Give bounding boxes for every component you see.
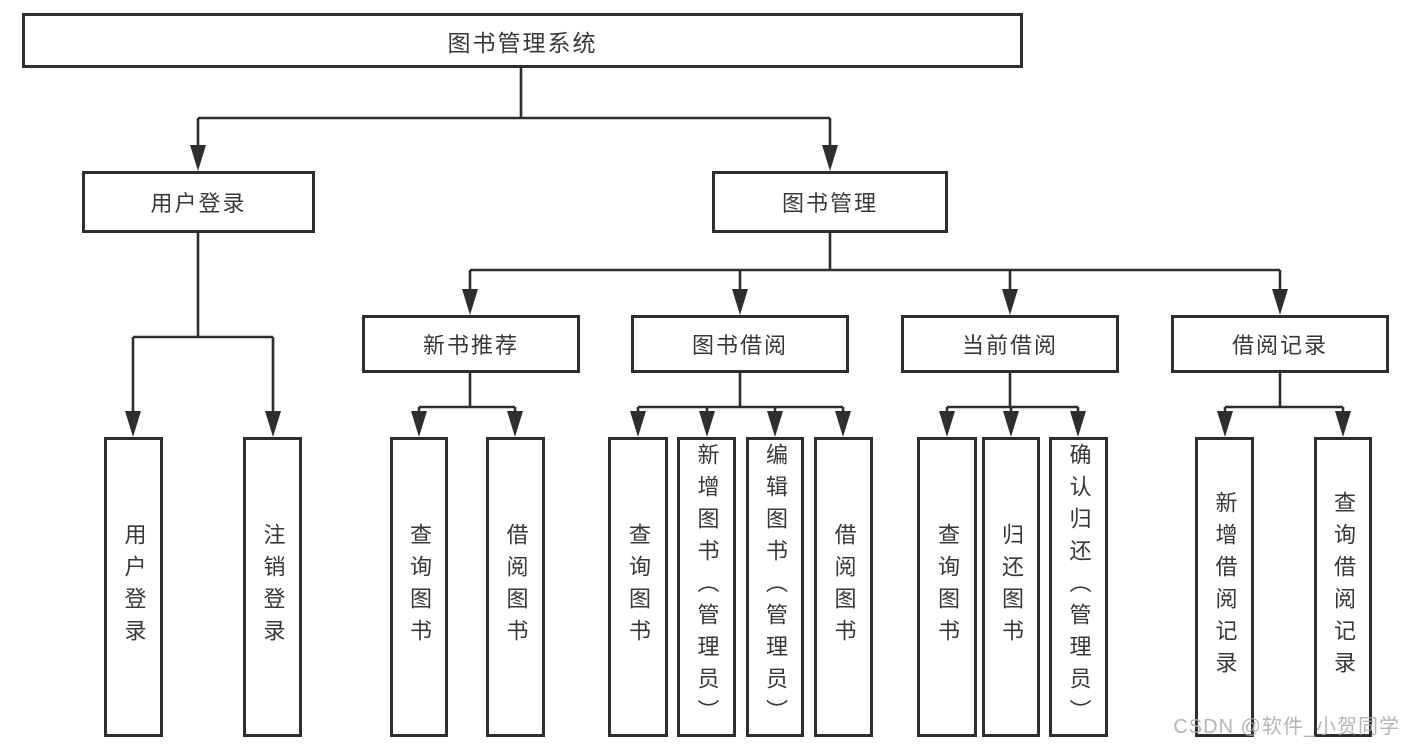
node-user-login: 用户登录: [82, 171, 315, 233]
leaf-query-books-current: 查询图书: [917, 437, 977, 737]
leaf-borrow-books-recommend: 借阅图书: [486, 437, 545, 737]
leaf-confirm-return-admin: 确认归还（管理员）: [1049, 437, 1108, 737]
leaf-logout: 注销登录: [243, 437, 302, 737]
leaf-return-books: 归还图书: [982, 437, 1040, 737]
arrowhead: [939, 411, 955, 437]
node-root-label: 图书管理系统: [447, 29, 598, 56]
arrowhead: [732, 289, 748, 315]
arrowhead: [767, 411, 783, 437]
arrowhead: [1272, 289, 1288, 315]
arrowhead: [411, 411, 427, 437]
leaf-add-books-admin-label: 新增图书（管理员）: [694, 443, 720, 731]
node-new-book-recommend: 新书推荐: [362, 315, 580, 373]
leaf-add-books-admin: 新增图书（管理员）: [677, 437, 736, 737]
leaf-borrow-books: 借阅图书: [814, 437, 873, 737]
node-root: 图书管理系统: [22, 13, 1023, 68]
arrowhead: [190, 145, 206, 171]
leaf-confirm-return-admin-label: 确认归还（管理员）: [1066, 443, 1092, 731]
leaf-query-books-recommend: 查询图书: [390, 437, 448, 737]
arrowhead: [835, 411, 851, 437]
arrowhead: [1002, 289, 1018, 315]
leaf-user-login: 用户登录: [104, 437, 163, 737]
leaf-borrow-books-recommend-label: 借阅图书: [503, 523, 529, 651]
leaf-query-borrow-record-label: 查询借阅记录: [1331, 491, 1356, 683]
node-borrow-records-label: 借阅记录: [1231, 333, 1328, 358]
arrowhead: [265, 411, 281, 437]
arrowhead: [699, 411, 715, 437]
arrowhead: [822, 145, 838, 171]
arrowhead: [507, 411, 523, 437]
csdn-watermark: CSDN @软件_小贺同学: [1173, 716, 1400, 738]
leaf-query-borrow-record: 查询借阅记录: [1314, 437, 1372, 737]
arrowhead: [462, 289, 478, 315]
node-current-borrow: 当前借阅: [901, 315, 1119, 373]
leaf-add-borrow-record-label: 新增借阅记录: [1212, 491, 1238, 683]
leaf-return-books-label: 归还图书: [999, 523, 1024, 651]
node-book-management-label: 图书管理: [781, 191, 878, 216]
arrowhead: [1070, 411, 1086, 437]
node-book-borrow-label: 图书借阅: [691, 333, 788, 358]
leaf-edit-books-admin-label: 编辑图书（管理员）: [763, 443, 788, 731]
leaf-query-books-current-label: 查询图书: [935, 523, 960, 651]
node-book-management: 图书管理: [712, 171, 948, 233]
leaf-user-login-label: 用户登录: [121, 523, 147, 651]
arrowhead: [1003, 411, 1019, 437]
leaf-logout-label: 注销登录: [260, 523, 286, 651]
leaf-query-books-borrow: 查询图书: [608, 437, 668, 737]
arrowhead: [1335, 411, 1351, 437]
leaf-edit-books-admin: 编辑图书（管理员）: [746, 437, 804, 737]
node-user-login-label: 用户登录: [150, 191, 247, 216]
leaf-borrow-books-label: 借阅图书: [831, 523, 857, 651]
arrowhead: [125, 411, 141, 437]
node-new-book-recommend-label: 新书推荐: [422, 333, 519, 358]
leaf-add-borrow-record: 新增借阅记录: [1195, 437, 1254, 737]
node-borrow-records: 借阅记录: [1171, 315, 1389, 373]
leaf-query-books-recommend-label: 查询图书: [407, 523, 432, 651]
node-current-borrow-label: 当前借阅: [961, 333, 1058, 358]
node-book-borrow: 图书借阅: [631, 315, 849, 373]
leaf-query-books-borrow-label: 查询图书: [626, 523, 651, 651]
arrowhead: [630, 411, 646, 437]
arrowhead: [1217, 411, 1233, 437]
